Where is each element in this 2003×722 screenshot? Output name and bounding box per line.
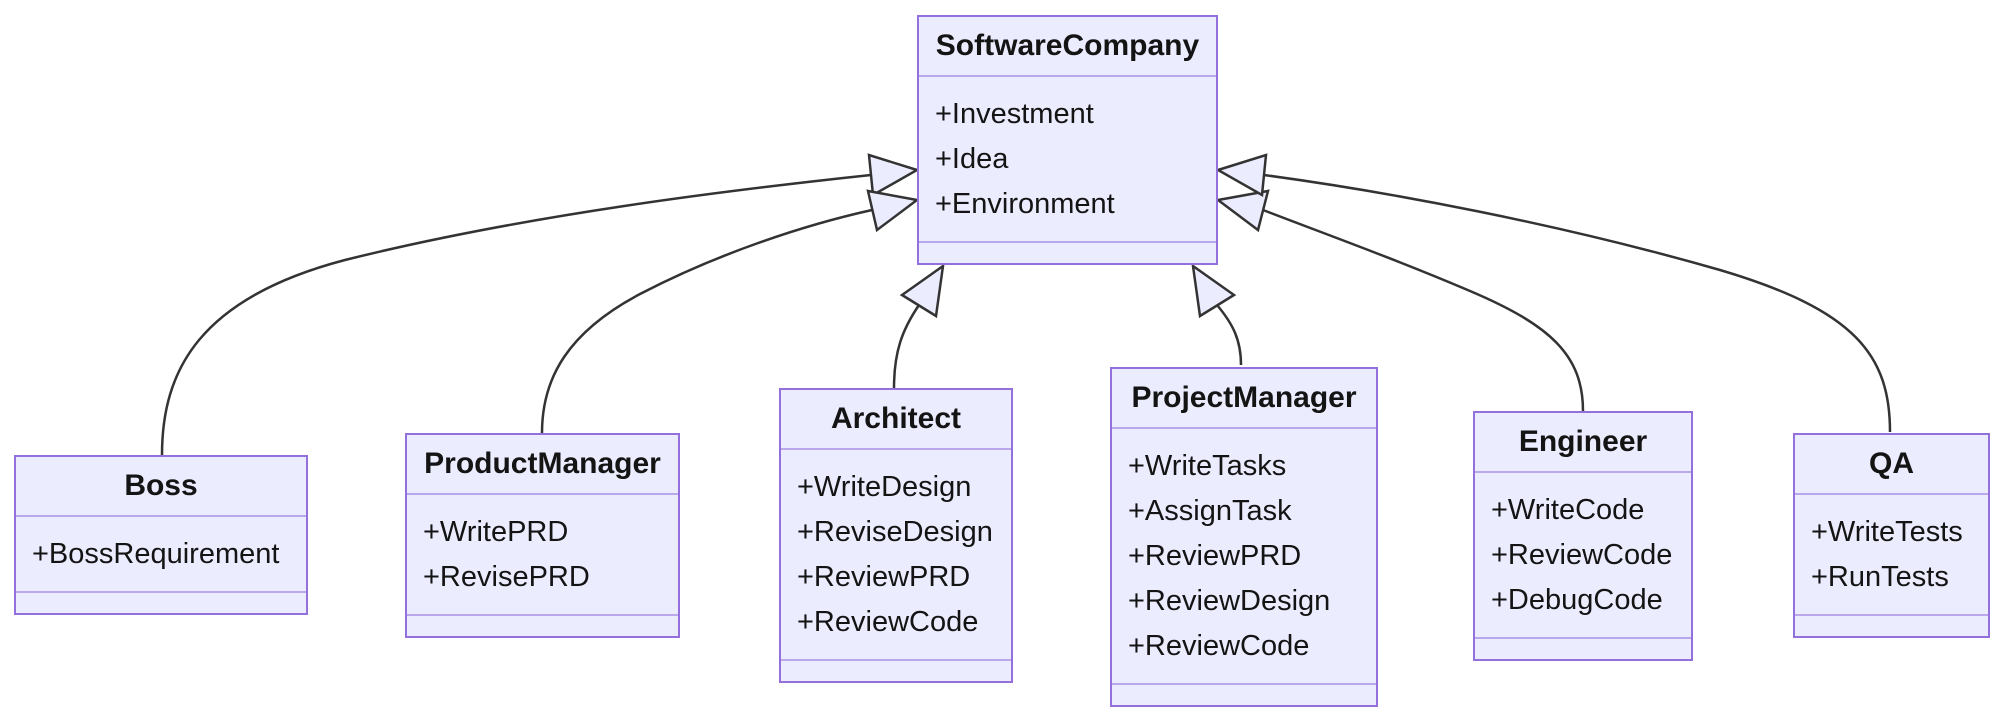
class-attribute: +RunTests — [1811, 561, 1949, 593]
class-attribute: +ReviewDesign — [1128, 585, 1331, 617]
class-attribute: +ReviewCode — [1491, 539, 1673, 571]
class-box-softwarecompany: SoftwareCompany +Investment +Idea +Envir… — [917, 15, 1218, 265]
class-attribute: +RevisePRD — [423, 561, 590, 593]
class-attribute: +ReviewPRD — [797, 561, 971, 593]
class-methods-empty — [1795, 614, 1988, 636]
inheritance-arrowhead-boss — [867, 153, 921, 198]
edge-productmanager-to-softwarecompany — [540, 208, 873, 434]
class-attribute: +BossRequirement — [32, 538, 280, 570]
class-box-productmanager: ProductManager +WritePRD +RevisePRD — [405, 433, 680, 638]
class-attribute: +DebugCode — [1491, 584, 1663, 616]
class-attribute: +WriteTasks — [1128, 450, 1287, 482]
class-attributes-boss: +BossRequirement — [16, 517, 306, 591]
class-attribute: +Investment — [935, 98, 1094, 130]
class-attribute: +AssignTask — [1128, 495, 1292, 527]
class-box-projectmanager: ProjectManager +WriteTasks +AssignTask +… — [1110, 367, 1378, 707]
class-attribute: +Idea — [935, 143, 1009, 175]
class-methods-empty — [407, 614, 678, 636]
edge-qa-to-softwarecompany — [1263, 173, 1892, 433]
class-attribute: +ReviewPRD — [1128, 540, 1302, 572]
class-box-boss: Boss +BossRequirement — [14, 455, 308, 615]
class-methods-empty — [781, 659, 1011, 681]
class-attributes-qa: +WriteTests +RunTests — [1795, 495, 1988, 614]
class-box-architect: Architect +WriteDesign +ReviseDesign +Re… — [779, 388, 1013, 683]
edge-projectmanager-to-softwarecompany — [1216, 304, 1243, 366]
class-attribute: +WritePRD — [423, 516, 569, 548]
inheritance-arrowhead-projectmanager — [1191, 263, 1237, 319]
class-attribute: +ReviewCode — [1128, 630, 1310, 662]
class-attribute: +WriteDesign — [797, 471, 972, 503]
class-attributes-engineer: +WriteCode +ReviewCode +DebugCode — [1475, 473, 1691, 637]
class-box-engineer: Engineer +WriteCode +ReviewCode +DebugCo… — [1473, 411, 1693, 661]
edge-boss-to-softwarecompany — [160, 173, 872, 456]
inheritance-arrowhead-productmanager — [866, 189, 921, 233]
class-methods-empty — [16, 591, 306, 613]
class-title-engineer: Engineer — [1475, 413, 1691, 473]
inheritance-arrowhead-architect — [899, 263, 945, 319]
class-title-architect: Architect — [781, 390, 1011, 450]
class-methods-empty — [1112, 683, 1376, 705]
class-title-productmanager: ProductManager — [407, 435, 678, 495]
class-methods-empty — [919, 241, 1216, 263]
class-attribute: +WriteCode — [1491, 494, 1645, 526]
class-attributes-projectmanager: +WriteTasks +AssignTask +ReviewPRD +Revi… — [1112, 429, 1376, 683]
class-attribute: +WriteTests — [1811, 516, 1963, 548]
class-methods-empty — [1475, 637, 1691, 659]
class-title-softwarecompany: SoftwareCompany — [919, 17, 1216, 77]
inheritance-arrowhead-qa — [1214, 153, 1268, 198]
class-title-qa: QA — [1795, 435, 1988, 495]
edge-engineer-to-softwarecompany — [1262, 208, 1585, 412]
class-attributes-softwarecompany: +Investment +Idea +Environment — [919, 77, 1216, 241]
inheritance-arrowhead-engineer — [1214, 189, 1270, 233]
class-attribute: +Environment — [935, 188, 1115, 220]
edge-architect-to-softwarecompany — [892, 304, 921, 389]
class-title-boss: Boss — [16, 457, 306, 517]
class-attribute: +ReviseDesign — [797, 516, 993, 548]
class-attributes-productmanager: +WritePRD +RevisePRD — [407, 495, 678, 614]
class-attributes-architect: +WriteDesign +ReviseDesign +ReviewPRD +R… — [781, 450, 1011, 659]
class-box-qa: QA +WriteTests +RunTests — [1793, 433, 1990, 638]
class-attribute: +ReviewCode — [797, 606, 979, 638]
class-title-projectmanager: ProjectManager — [1112, 369, 1376, 429]
